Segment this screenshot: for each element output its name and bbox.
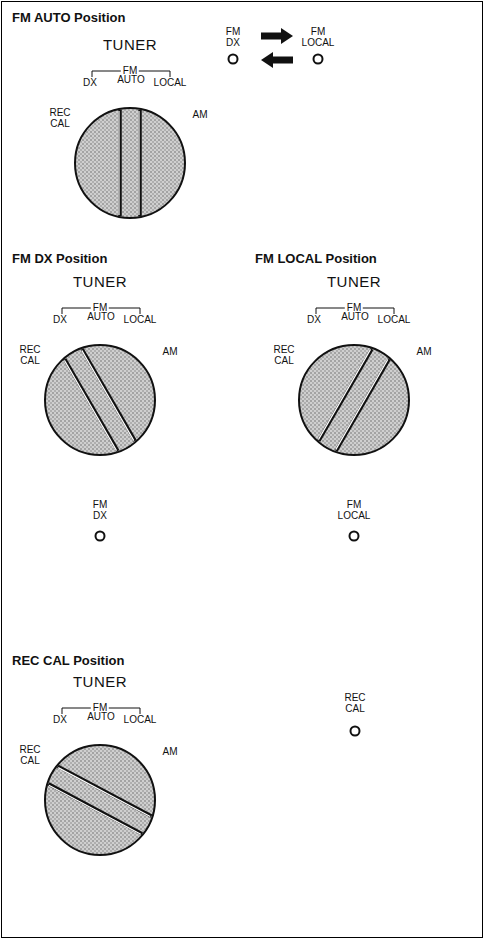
- indicator-label: FM DX: [93, 500, 107, 521]
- section-heading: FM DX Position: [12, 252, 107, 266]
- knob-groove: [58, 766, 152, 816]
- position-label: REC CAL: [19, 345, 40, 366]
- position-label: REC CAL: [273, 345, 294, 366]
- knob-groove: [138, 110, 142, 216]
- indicator-label: REC CAL: [344, 693, 365, 714]
- section-heading: REC CAL Position: [12, 654, 124, 668]
- knob-body: [299, 345, 409, 455]
- position-label: DX: [307, 315, 321, 326]
- position-label: AM: [163, 747, 178, 758]
- knob-groove: [319, 349, 372, 441]
- selector-knob: [45, 345, 155, 455]
- selector-name: TUNER: [73, 674, 127, 690]
- position-label: AM: [163, 347, 178, 358]
- knob-groove: [118, 110, 122, 216]
- knob-groove-highlight: [58, 768, 150, 817]
- selector-name: TUNER: [73, 274, 127, 290]
- indicator-lamp: [96, 532, 105, 541]
- knob-groove-highlight: [318, 349, 370, 439]
- position-label: REC CAL: [49, 108, 70, 129]
- position-label: AUTO: [87, 312, 115, 323]
- position-label: AUTO: [341, 312, 369, 323]
- knob-groove: [65, 359, 118, 451]
- indicator-lamp: [350, 532, 359, 541]
- position-label: LOCAL: [124, 715, 157, 726]
- position-label: DX: [83, 78, 97, 89]
- knob-groove-highlight: [138, 111, 139, 215]
- indicator-lamp: [229, 55, 238, 64]
- knob-groove-highlight: [64, 360, 116, 450]
- indicator-lamp: [351, 727, 360, 736]
- switch-arrow: [261, 28, 293, 44]
- selector-name: TUNER: [327, 274, 381, 290]
- knob-body: [45, 345, 155, 455]
- section-heading: FM LOCAL Position: [255, 252, 377, 266]
- selector-name: TUNER: [103, 37, 157, 53]
- position-label: AM: [417, 347, 432, 358]
- position-label: LOCAL: [378, 315, 411, 326]
- position-label: LOCAL: [154, 78, 187, 89]
- position-label: AM: [193, 110, 208, 121]
- knob-groove-highlight: [49, 785, 141, 834]
- position-label: AUTO: [87, 712, 115, 723]
- knob-groove-highlight: [336, 359, 388, 449]
- knob-groove-highlight: [118, 111, 119, 215]
- switch-arrow: [261, 52, 293, 68]
- knob-groove-highlight: [82, 350, 134, 440]
- indicator-label: FM LOCAL: [338, 500, 371, 521]
- selector-knob: [299, 345, 409, 455]
- knob-body: [75, 108, 185, 218]
- position-label: LOCAL: [124, 315, 157, 326]
- knob-groove: [336, 359, 389, 451]
- indicator-label: FM LOCAL: [302, 27, 335, 48]
- section-heading: FM AUTO Position: [12, 11, 125, 25]
- selector-knob: [45, 745, 155, 855]
- position-label: DX: [53, 715, 67, 726]
- selector-knob: [75, 108, 185, 218]
- indicator-lamp: [314, 55, 323, 64]
- position-label: REC CAL: [19, 745, 40, 766]
- knob-groove: [48, 784, 142, 834]
- knob-groove: [82, 349, 135, 441]
- indicator-label: FM DX: [226, 27, 240, 48]
- position-label: DX: [53, 315, 67, 326]
- knob-body: [45, 745, 155, 855]
- position-label: AUTO: [117, 75, 145, 86]
